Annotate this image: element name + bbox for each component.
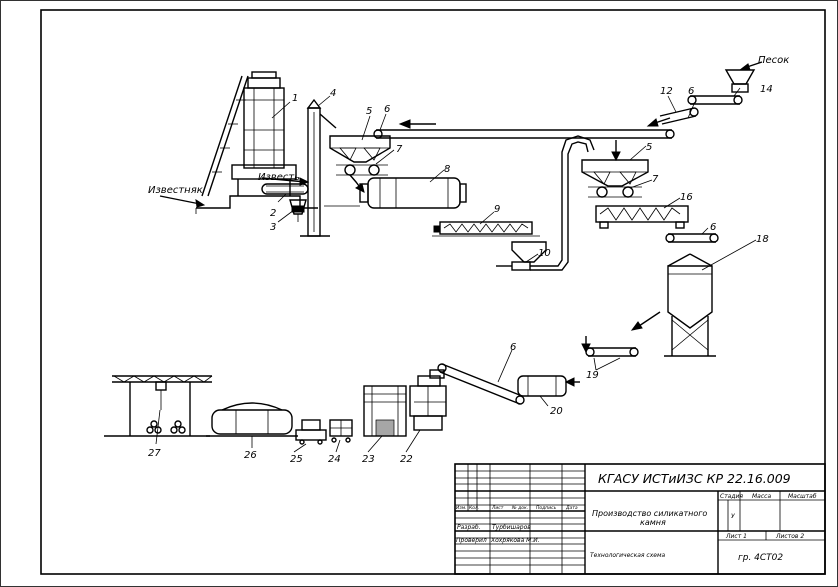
title-block — [454, 463, 826, 575]
col-izm: Изм. — [456, 505, 467, 511]
belt-conveyor-19 — [581, 336, 639, 357]
shaft-kiln — [195, 71, 318, 214]
label-7b: 7 — [652, 174, 659, 185]
stage-header: Стадия — [720, 493, 743, 500]
label-19: 19 — [586, 370, 599, 381]
label-27: 27 — [148, 448, 161, 459]
leader-lines — [155, 87, 757, 453]
label-16: 16 — [680, 192, 693, 203]
screw-mixer-16 — [595, 205, 689, 229]
label-26: 26 — [244, 450, 257, 461]
project-title-line2: камня — [640, 518, 666, 527]
belt-conveyor-right — [665, 233, 719, 243]
organization: гр. 4СТ02 — [738, 553, 783, 563]
sand-hopper — [581, 140, 649, 198]
label-9: 9 — [494, 204, 500, 215]
label-18: 18 — [756, 234, 769, 245]
project-title-line1: Производство силикатного — [592, 509, 707, 518]
input-limestone: Известняк — [148, 185, 203, 196]
stacking-machine — [363, 385, 407, 437]
input-sand: Песок — [758, 55, 789, 66]
label-4: 4 — [330, 88, 336, 99]
label-12: 12 — [660, 86, 673, 97]
label-24: 24 — [328, 454, 341, 465]
developer-name: Турбишаров — [492, 524, 531, 531]
col-doc: № док. — [511, 505, 528, 511]
pneumatic-hopper — [496, 135, 595, 271]
crusher — [289, 199, 307, 222]
transfer-trolley — [295, 419, 327, 445]
col-date: Дата — [565, 505, 578, 511]
stage-value: У — [731, 513, 735, 520]
sheet-title: Технологическая схема — [590, 552, 665, 559]
limestone-feed-arrow — [159, 195, 206, 208]
label-6d: 6 — [510, 342, 516, 353]
label-5b: 5 — [646, 142, 652, 153]
label-20: 20 — [550, 406, 563, 417]
sheet-number: Лист 1 — [725, 533, 747, 540]
input-lime: Известь — [258, 172, 300, 183]
label-8: 8 — [444, 164, 450, 175]
label-22: 22 — [400, 454, 413, 465]
label-14: 14 — [760, 84, 773, 95]
checker-name: Хохрякова М.И. — [490, 537, 540, 544]
lime-hopper — [329, 135, 391, 193]
label-10: 10 — [538, 248, 551, 259]
scale-header: Масштаб — [788, 493, 817, 500]
storage-silo — [664, 253, 716, 357]
sand-receiving-hopper — [724, 61, 763, 93]
role-checker: Проверил — [456, 537, 487, 544]
label-23: 23 — [362, 454, 375, 465]
ball-mill — [517, 375, 580, 397]
sand-belt-conveyor-top — [373, 119, 675, 139]
label-1: 1 — [292, 93, 298, 104]
label-6a: 6 — [384, 104, 390, 115]
mass-header: Масса — [752, 493, 771, 500]
label-7a: 7 — [396, 144, 403, 155]
label-3: 3 — [270, 222, 276, 233]
title-block-text: КГАСУ ИСТиИЗС КР 22.16.009 Производство … — [456, 471, 817, 563]
brick-stack — [329, 419, 353, 443]
col-list: Лист — [491, 505, 504, 511]
col-kol: Кол. — [469, 505, 479, 511]
screw-conveyor-9 — [432, 221, 540, 237]
doc-code: КГАСУ ИСТиИЗС КР 22.16.009 — [598, 471, 791, 486]
bucket-elevator — [300, 98, 337, 237]
label-25: 25 — [290, 454, 303, 465]
sand-intake-conveyor — [646, 95, 743, 127]
col-sign: Подпись — [536, 505, 557, 511]
sheets-total: Листов 2 — [775, 533, 804, 540]
inclined-belt-conveyor — [437, 363, 525, 405]
label-5a: 5 — [366, 106, 372, 117]
label-6b: 6 — [688, 86, 694, 97]
rotary-drum — [324, 177, 467, 209]
position-numbers: 1 2 3 4 5 6 7 8 9 10 12 6 14 5 7 16 6 18… — [148, 84, 773, 465]
autoclave — [206, 402, 298, 437]
press — [409, 369, 447, 431]
label-2: 2 — [270, 208, 276, 219]
warehouse-crane — [104, 375, 213, 437]
label-6c: 6 — [710, 222, 716, 233]
role-developer: Разраб. — [457, 524, 481, 531]
silo-discharge-arrow — [630, 311, 661, 331]
